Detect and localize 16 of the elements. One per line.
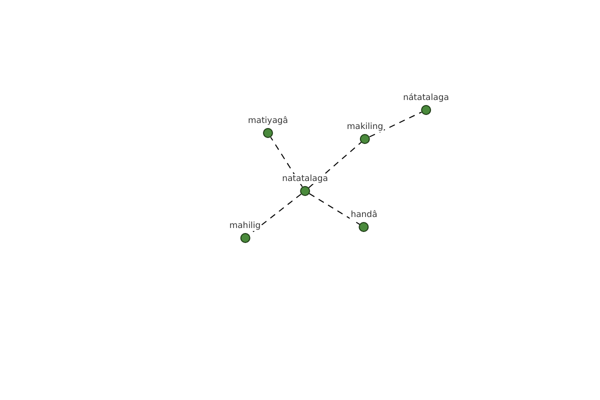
node-label: nátatalaga (402, 93, 450, 103)
graph-node (246, 116, 290, 138)
dashed-line (308, 193, 360, 225)
graph-node (281, 174, 329, 196)
dashed-line (308, 142, 362, 188)
node-label: mahilig (228, 221, 262, 231)
graph-node (346, 122, 384, 144)
node-label: handâ (350, 210, 378, 220)
node-label: natatalaga (281, 174, 329, 184)
graph-node (228, 221, 262, 243)
graph-node (402, 93, 450, 115)
dashed-line (369, 112, 422, 138)
node-label: matiyagâ (246, 116, 290, 126)
dashed-line (270, 136, 303, 188)
graph-node (350, 210, 378, 232)
node-label: makiling (346, 122, 384, 132)
